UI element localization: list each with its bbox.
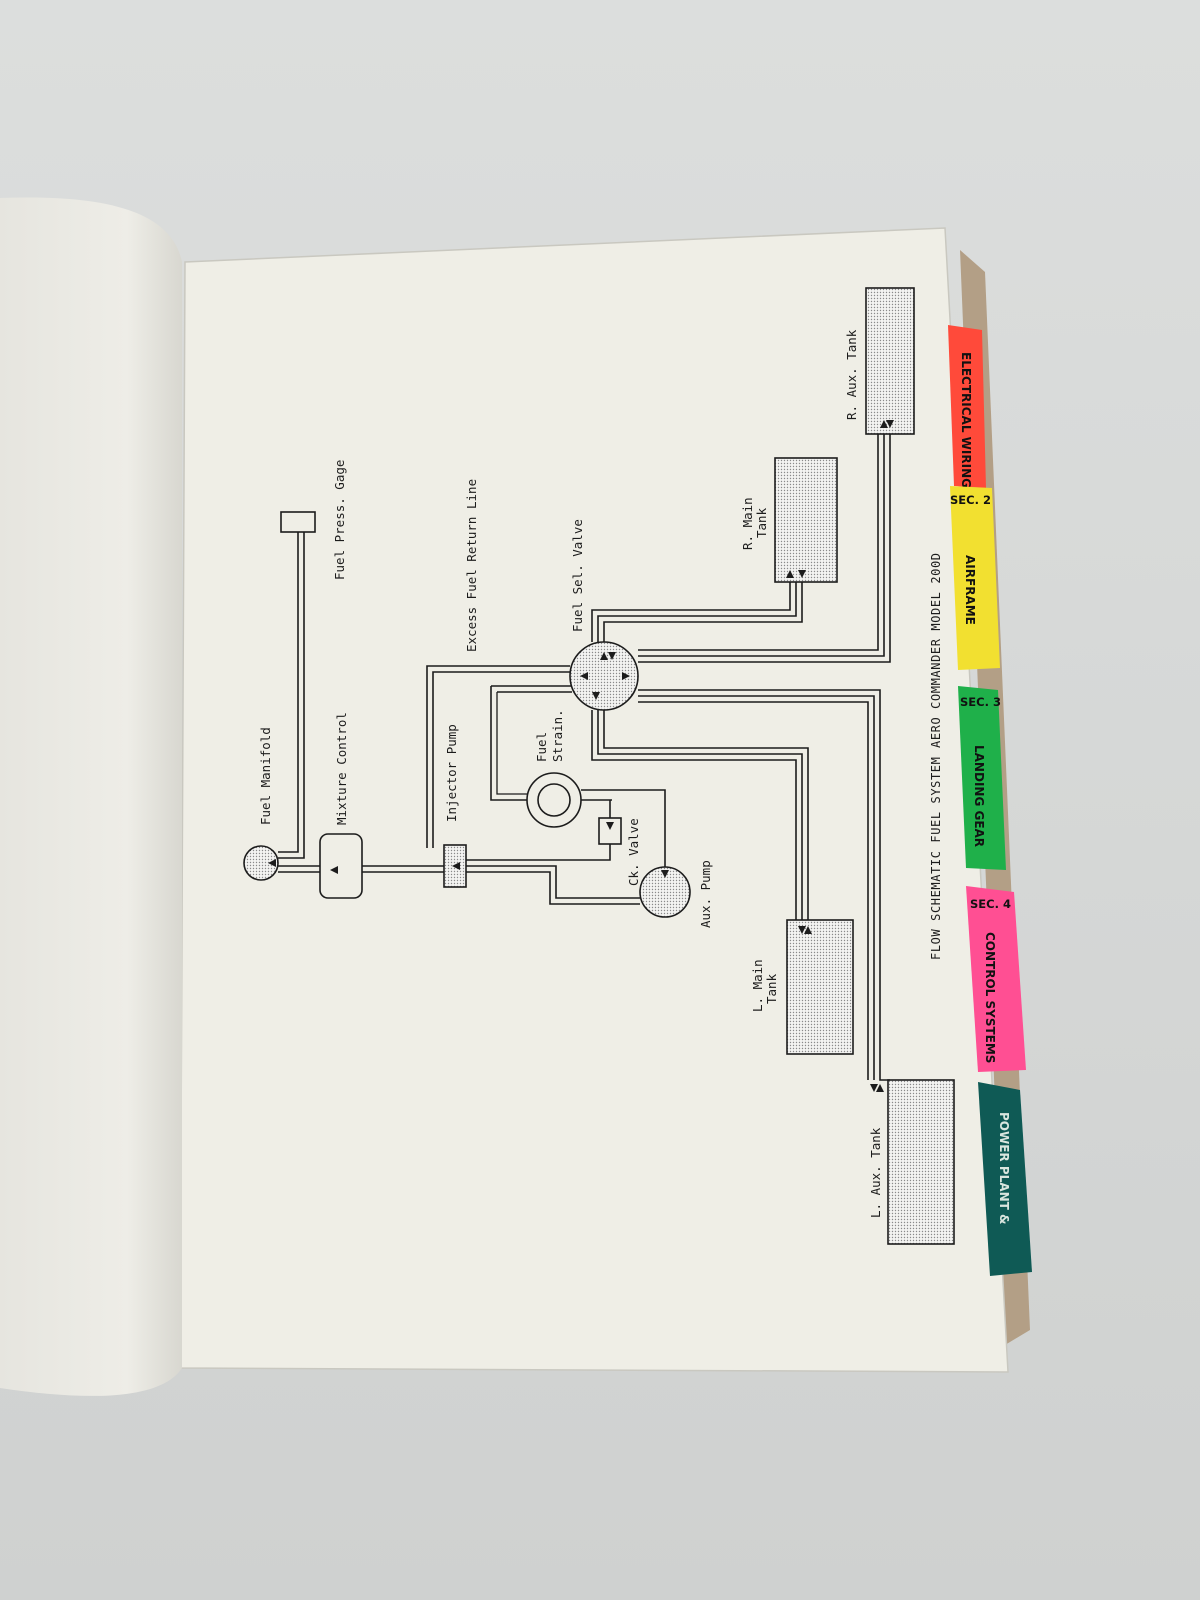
- section-tabs: ELECTRICAL WIRING SEC. 2 AIRFRAME SEC. 3…: [948, 325, 1032, 1276]
- label-ck-valve: Ck. Valve: [626, 818, 641, 886]
- tab-landing-gear[interactable]: [958, 686, 1006, 870]
- tab-sec-3: SEC. 3: [960, 695, 1001, 709]
- label-l-aux-tank: L. Aux. Tank: [868, 1127, 883, 1218]
- schematic-labels: Fuel Manifold Mixture Control Injector P…: [258, 329, 883, 1218]
- flow-arrows: [268, 420, 894, 1092]
- l-main-tank: [786, 919, 854, 1055]
- tab-label-airframe: AIRFRAME: [963, 555, 977, 625]
- label-l-main-tank-1: L. Main: [750, 959, 765, 1012]
- label-fuel-press-gage: Fuel Press. Gage: [332, 460, 347, 580]
- r-aux-tank: [865, 287, 915, 435]
- tab-label-landing-gear: LANDING GEAR: [972, 745, 986, 847]
- tab-control-systems[interactable]: [966, 886, 1026, 1072]
- fuel-press-gage: [280, 511, 316, 533]
- tab-sec-4: SEC. 4: [970, 897, 1011, 911]
- tab-label-power-plant: POWER PLANT &: [997, 1112, 1011, 1224]
- tab-airframe[interactable]: [950, 486, 1000, 670]
- mixture-control: [319, 833, 363, 899]
- tab-sec-2: SEC. 2: [950, 493, 991, 507]
- label-r-aux-tank: R. Aux. Tank: [844, 329, 859, 420]
- label-mixture-control: Mixture Control: [334, 712, 349, 825]
- diagram-title: FLOW SCHEMATIC FUEL SYSTEM: [929, 757, 943, 960]
- left-page-roll: [0, 197, 182, 1396]
- tab-label-control-systems: CONTROL SYSTEMS: [983, 932, 997, 1063]
- diagram-title-block: FLOW SCHEMATIC FUEL SYSTEM AERO COMMANDE…: [929, 552, 943, 960]
- diagram-model: AERO COMMANDER MODEL 200D: [929, 552, 943, 748]
- l-aux-tank: [887, 1079, 955, 1245]
- label-injector-pump: Injector Pump: [444, 724, 459, 822]
- r-main-tank: [774, 457, 838, 583]
- tab-electrical-wiring[interactable]: [948, 325, 986, 488]
- label-fuel-manifold: Fuel Manifold: [258, 727, 273, 825]
- tab-power-plant[interactable]: [978, 1082, 1032, 1276]
- label-r-main-tank-1: R. Main: [740, 497, 755, 550]
- label-l-main-tank-2: Tank: [764, 973, 779, 1004]
- ck-valve: [598, 817, 622, 845]
- fuel-manifold: [243, 845, 279, 881]
- label-aux-pump: Aux. Pump: [698, 860, 713, 928]
- fuel-schematic: [243, 287, 955, 1245]
- label-excess-fuel-return-line: Excess Fuel Return Line: [464, 479, 479, 652]
- label-fuel-strain-2: Strain.: [550, 709, 565, 762]
- label-fuel-strain-1: Fuel: [534, 732, 549, 762]
- tab-label-electrical-wiring: ELECTRICAL WIRING: [959, 352, 973, 488]
- label-fuel-sel-valve: Fuel Sel. Valve: [570, 519, 585, 632]
- label-r-main-tank-2: Tank: [754, 507, 769, 538]
